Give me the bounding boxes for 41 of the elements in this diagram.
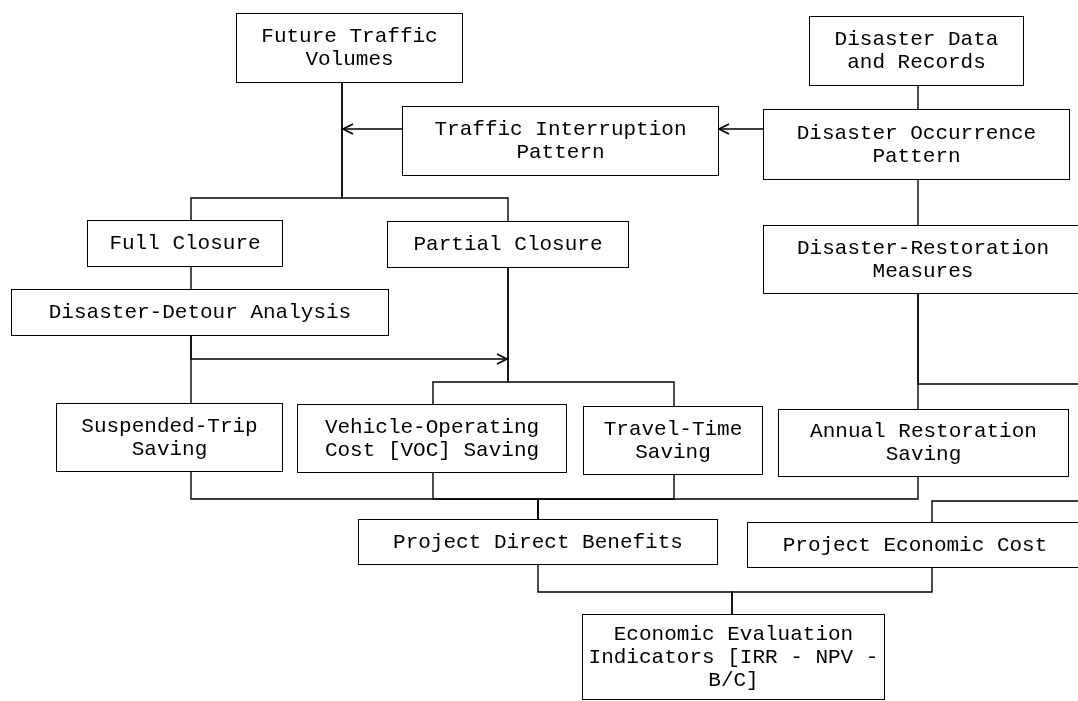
box-label: Full Closure: [109, 232, 261, 255]
process-box: [778, 409, 1069, 477]
connector-line: [917, 179, 919, 226]
connector-line: [190, 266, 192, 290]
connector-line: [341, 82, 509, 222]
box-label: Project Direct Benefits: [393, 530, 683, 554]
process-box: [402, 106, 719, 176]
process-box: [809, 16, 1024, 86]
process-box: [747, 522, 1078, 568]
process-box: [763, 225, 1078, 294]
box-label: Travel-Time Saving: [602, 417, 744, 464]
box-label: Disaster-Detour Analysis: [48, 301, 352, 324]
connector-line: [507, 267, 675, 407]
arrow: [718, 123, 764, 135]
box-label: Traffic Interruption Pattern: [433, 118, 688, 164]
box-label: Annual Restoration Saving: [809, 420, 1038, 466]
connector-line: [731, 567, 933, 615]
process-box: [387, 221, 629, 268]
process-box: [358, 519, 718, 565]
arrow: [342, 123, 403, 135]
connector-line: [917, 293, 1078, 385]
connector-line: [931, 500, 1078, 523]
process-box: [763, 109, 1070, 180]
box-label: Vehicle-Operating Cost [VOC] Saving: [323, 415, 541, 462]
box-label: Project Economic Cost: [782, 533, 1048, 557]
process-box: [236, 13, 463, 83]
box-label: Suspended-Trip Saving: [80, 414, 259, 461]
process-box: [87, 220, 283, 267]
process-box: [582, 614, 885, 700]
process-box: [56, 403, 283, 472]
process-box: [297, 404, 567, 473]
process-box: [583, 406, 763, 475]
box-label: Partial Closure: [413, 233, 603, 256]
box-label: Disaster-Restoration Measures: [795, 236, 1050, 283]
box-label: Future Traffic Volumes: [260, 25, 439, 71]
arrow: [190, 335, 508, 365]
box-label: Disaster Occurrence Pattern: [795, 121, 1038, 168]
process-box: [11, 289, 389, 336]
box-label: Economic Evaluation Indicators [IRR - NPV - B/C]: [587, 622, 880, 692]
box-label: Disaster Data and Records: [833, 28, 1000, 74]
connector-line: [917, 85, 919, 110]
